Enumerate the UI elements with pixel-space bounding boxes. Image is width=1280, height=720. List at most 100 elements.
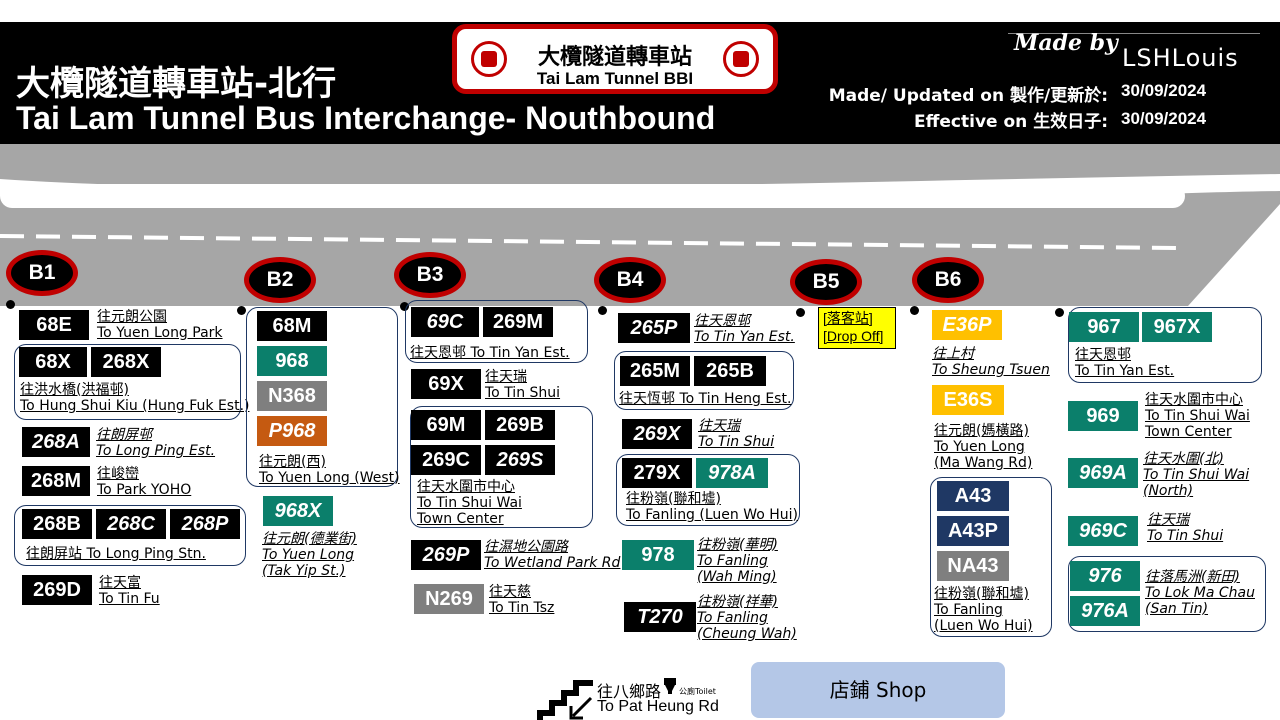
route-tag: 265M bbox=[620, 356, 690, 386]
route-tag: A43 bbox=[937, 481, 1009, 511]
bay-b5: B5 bbox=[790, 259, 862, 305]
updated-date: 30/09/2024 bbox=[1121, 81, 1207, 100]
route-group bbox=[14, 344, 241, 420]
route-destination: 往粉嶺(聯和墟)To Fanling (Luen Wo Hui) bbox=[626, 491, 799, 523]
bus-interchange-icon bbox=[471, 41, 507, 77]
route-tag: 968 bbox=[257, 346, 327, 376]
route-tag: 268A bbox=[22, 427, 90, 457]
route-destination: 往洪水橋(洪福邨)To Hung Shui Kiu (Hung Fuk Est.… bbox=[20, 382, 250, 414]
station-logo: 大欖隧道轉車站 Tai Lam Tunnel BBI bbox=[452, 24, 778, 94]
route-destination: 往天恩邨 To Tin Yan Est. bbox=[410, 345, 570, 361]
route-tag: 978A bbox=[696, 458, 768, 488]
route-tag: 969 bbox=[1068, 401, 1138, 431]
route-tag: 269S bbox=[485, 445, 555, 475]
route-tag: 269P bbox=[411, 540, 481, 570]
route-destination: 往粉嶺(聯和墟)To Fanling(Luen Wo Hui) bbox=[934, 586, 1033, 634]
route-destination: 往落馬洲(新田)To Lok Ma Chau(San Tin) bbox=[1145, 569, 1255, 617]
route-tag: 268X bbox=[91, 347, 161, 377]
route-tag: 969A bbox=[1068, 458, 1138, 488]
effective-label: Effective on 生效日子: bbox=[914, 112, 1108, 132]
route-tag: E36S bbox=[932, 385, 1004, 415]
bay-marker bbox=[796, 308, 805, 317]
route-tag: 265P bbox=[618, 313, 690, 343]
route-tag: N269 bbox=[414, 584, 484, 614]
drop-off-sign: [落客站][Drop Off] bbox=[818, 307, 896, 349]
route-tag: 69C bbox=[411, 307, 479, 337]
route-group bbox=[614, 351, 794, 410]
route-destination: 往天恆邨 To Tin Heng Est. bbox=[619, 391, 792, 407]
route-tag: 69M bbox=[411, 410, 481, 440]
route-tag: 967 bbox=[1069, 312, 1139, 342]
page-title-zh: 大欖隧道轉車站-北行 bbox=[16, 64, 337, 104]
route-tag: 976A bbox=[1070, 596, 1140, 626]
updated-label: Made/ Updated on 製作/更新於: bbox=[828, 86, 1108, 106]
route-tag: P968 bbox=[257, 416, 327, 446]
route-group bbox=[1068, 556, 1266, 632]
bay-b3: B3 bbox=[394, 252, 466, 298]
route-tag: NA43 bbox=[937, 551, 1009, 581]
exit-label-zh: 往八鄉路 bbox=[597, 682, 662, 701]
route-tag: 268P bbox=[170, 509, 240, 539]
route-destination: 往粉嶺(華明)To Fanling(Wah Ming) bbox=[697, 537, 778, 585]
route-tag: N368 bbox=[257, 381, 327, 411]
route-destination: 往粉嶺(祥華)To Fanling(Cheung Wah) bbox=[697, 594, 797, 642]
toilet-icon bbox=[664, 678, 676, 694]
route-tag: 69X bbox=[411, 369, 481, 399]
route-group bbox=[616, 454, 800, 526]
route-tag: 968X bbox=[263, 496, 333, 526]
route-tag: 268C bbox=[96, 509, 166, 539]
divider bbox=[1008, 33, 1260, 34]
route-tag: 976 bbox=[1070, 561, 1140, 591]
logo-title-en: Tai Lam Tunnel BBI bbox=[536, 69, 694, 88]
bay-b6: B6 bbox=[912, 257, 984, 303]
bay-b4: B4 bbox=[594, 257, 666, 303]
bay-b2: B2 bbox=[244, 257, 316, 303]
stairs-icon bbox=[537, 680, 593, 720]
route-group bbox=[1068, 307, 1262, 383]
route-destination: 往朗屏站 To Long Ping Stn. bbox=[26, 546, 206, 562]
route-tag: 279X bbox=[622, 458, 692, 488]
route-tag: T270 bbox=[624, 602, 696, 632]
route-tag: 269M bbox=[483, 307, 553, 337]
bay-b1: B1 bbox=[6, 250, 78, 296]
route-tag: 969C bbox=[1068, 516, 1138, 546]
bay-marker bbox=[1055, 308, 1064, 317]
route-tag: 269D bbox=[22, 575, 92, 605]
bay-marker bbox=[6, 300, 15, 309]
route-destination: 往天水圍(北)To Tin Shui Wai(North) bbox=[1143, 451, 1250, 499]
route-tag: 265B bbox=[694, 356, 766, 386]
route-tag: 68M bbox=[257, 311, 327, 341]
bay-marker bbox=[400, 302, 409, 311]
route-tag: 68X bbox=[19, 347, 87, 377]
route-group bbox=[405, 300, 588, 363]
bay-marker bbox=[910, 306, 919, 315]
route-tag: E36P bbox=[932, 310, 1002, 340]
bay-marker bbox=[237, 306, 246, 315]
route-tag: 268M bbox=[22, 466, 90, 496]
route-tag: 978 bbox=[622, 540, 694, 570]
route-destination: 往元朗(德業街)To Yuen Long(Tak Yip St.) bbox=[262, 531, 357, 579]
route-destination: 往元朗(西)To Yuen Long (West) bbox=[259, 454, 400, 486]
route-destination: 往元朗(媽橫路)To Yuen Long(Ma Wang Rd) bbox=[934, 423, 1033, 471]
route-group bbox=[14, 505, 246, 566]
bay-marker bbox=[598, 306, 607, 315]
logo-title-zh: 大欖隧道轉車站 bbox=[537, 45, 692, 70]
made-by-label: Made by bbox=[1014, 30, 1118, 56]
route-group bbox=[246, 307, 398, 487]
author-signature: LSHLouis bbox=[1122, 44, 1239, 72]
route-tag: 269B bbox=[485, 410, 555, 440]
page-title-en: Tai Lam Tunnel Bus Interchange- Nouthbou… bbox=[16, 100, 716, 136]
exit-label-en: To Pat Heung Rd bbox=[597, 698, 719, 715]
